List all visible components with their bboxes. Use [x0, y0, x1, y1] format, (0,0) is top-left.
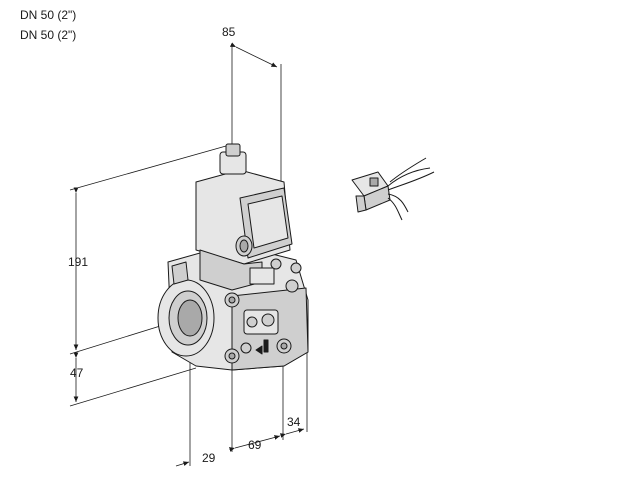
dimension-85-label: 85	[222, 25, 236, 39]
dimension-29-label: 29	[202, 451, 216, 465]
caption-line-2: DN 50 (2")	[20, 28, 77, 42]
dimension-191-label: 191	[68, 255, 88, 269]
cable-connector-detail	[351, 157, 435, 221]
valve-body	[157, 143, 309, 371]
caption-line-1: DN 50 (2")	[20, 8, 77, 22]
dimension-34-label: 34	[287, 415, 301, 429]
dimension-47	[69, 352, 197, 407]
dimension-69-label: 69	[248, 438, 262, 452]
dimension-47-label: 47	[70, 366, 84, 380]
